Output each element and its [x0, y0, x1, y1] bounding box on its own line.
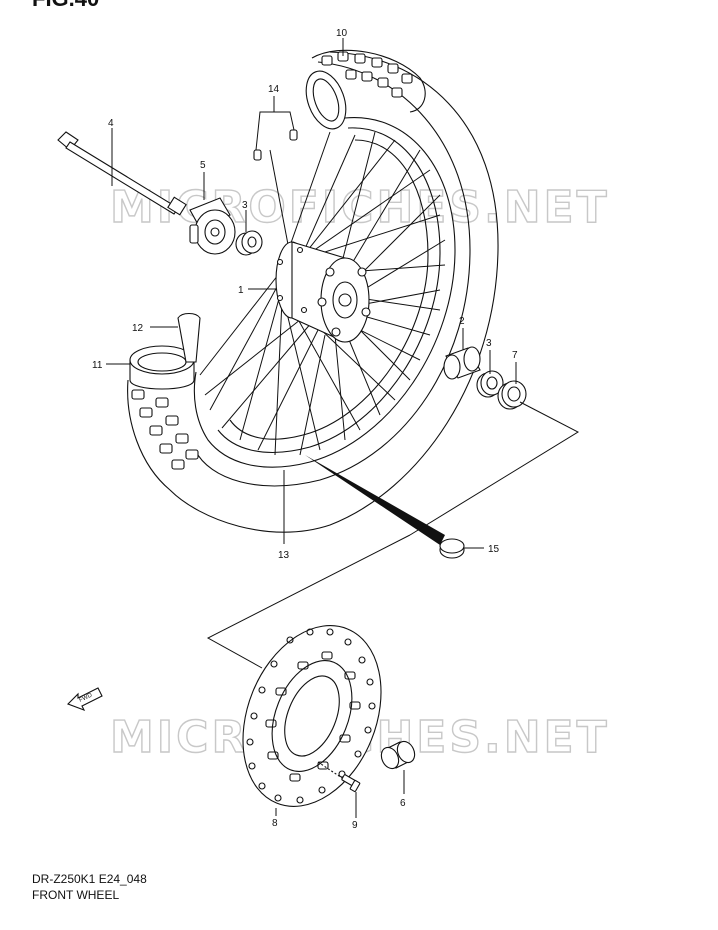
rim-band — [177, 312, 201, 363]
axle-cap — [439, 538, 465, 559]
callout-14: 14 — [268, 84, 280, 95]
callout-6: 6 — [400, 798, 406, 809]
inner-tube — [129, 345, 195, 390]
callout-13: 13 — [278, 550, 290, 561]
pointer-wedge — [305, 455, 445, 545]
wheel-rim — [193, 117, 456, 468]
speedometer-gearbox — [189, 197, 236, 255]
callout-12: 12 — [132, 323, 144, 334]
callout-1: 1 — [238, 285, 244, 296]
leader-lines — [106, 38, 517, 818]
disc-bolt — [317, 761, 361, 793]
diagram-title: FRONT WHEEL — [32, 888, 120, 902]
figure-label: FIG.40 — [32, 0, 99, 12]
callout-2: 2 — [459, 316, 465, 327]
spoke-nipples — [253, 129, 298, 161]
front-axle — [57, 131, 187, 216]
callout-numbers: 10 14 4 5 3 1 12 11 2 3 7 13 15 6 8 9 — [92, 28, 518, 831]
tire-tread-left — [131, 389, 199, 470]
tire-tread-top — [321, 51, 413, 98]
fwd-arrow-icon: FWD — [67, 687, 103, 712]
diagram-code: DR-Z250K1 E24_048 — [32, 872, 147, 886]
brake-disc-holes — [246, 628, 376, 804]
callout-5: 5 — [200, 160, 206, 171]
wheel-hub — [275, 241, 371, 343]
callout-3-right: 3 — [486, 338, 492, 349]
callout-4: 4 — [108, 118, 114, 129]
callout-7: 7 — [512, 350, 518, 361]
oil-seal — [497, 380, 527, 410]
callout-3-left: 3 — [242, 200, 248, 211]
bearing-left — [235, 230, 263, 256]
bearing-right — [476, 370, 504, 398]
tire-outline — [127, 49, 499, 533]
brake-disc — [242, 625, 382, 807]
spacer-collar — [380, 740, 416, 770]
callout-9: 9 — [352, 820, 358, 831]
callout-15: 15 — [488, 544, 500, 555]
fwd-label: FWD — [78, 692, 94, 703]
assembly-lines — [206, 401, 580, 669]
callout-10: 10 — [336, 28, 348, 39]
callout-11: 11 — [92, 360, 103, 371]
wheel-spacer — [443, 346, 481, 380]
callout-8: 8 — [272, 818, 278, 829]
